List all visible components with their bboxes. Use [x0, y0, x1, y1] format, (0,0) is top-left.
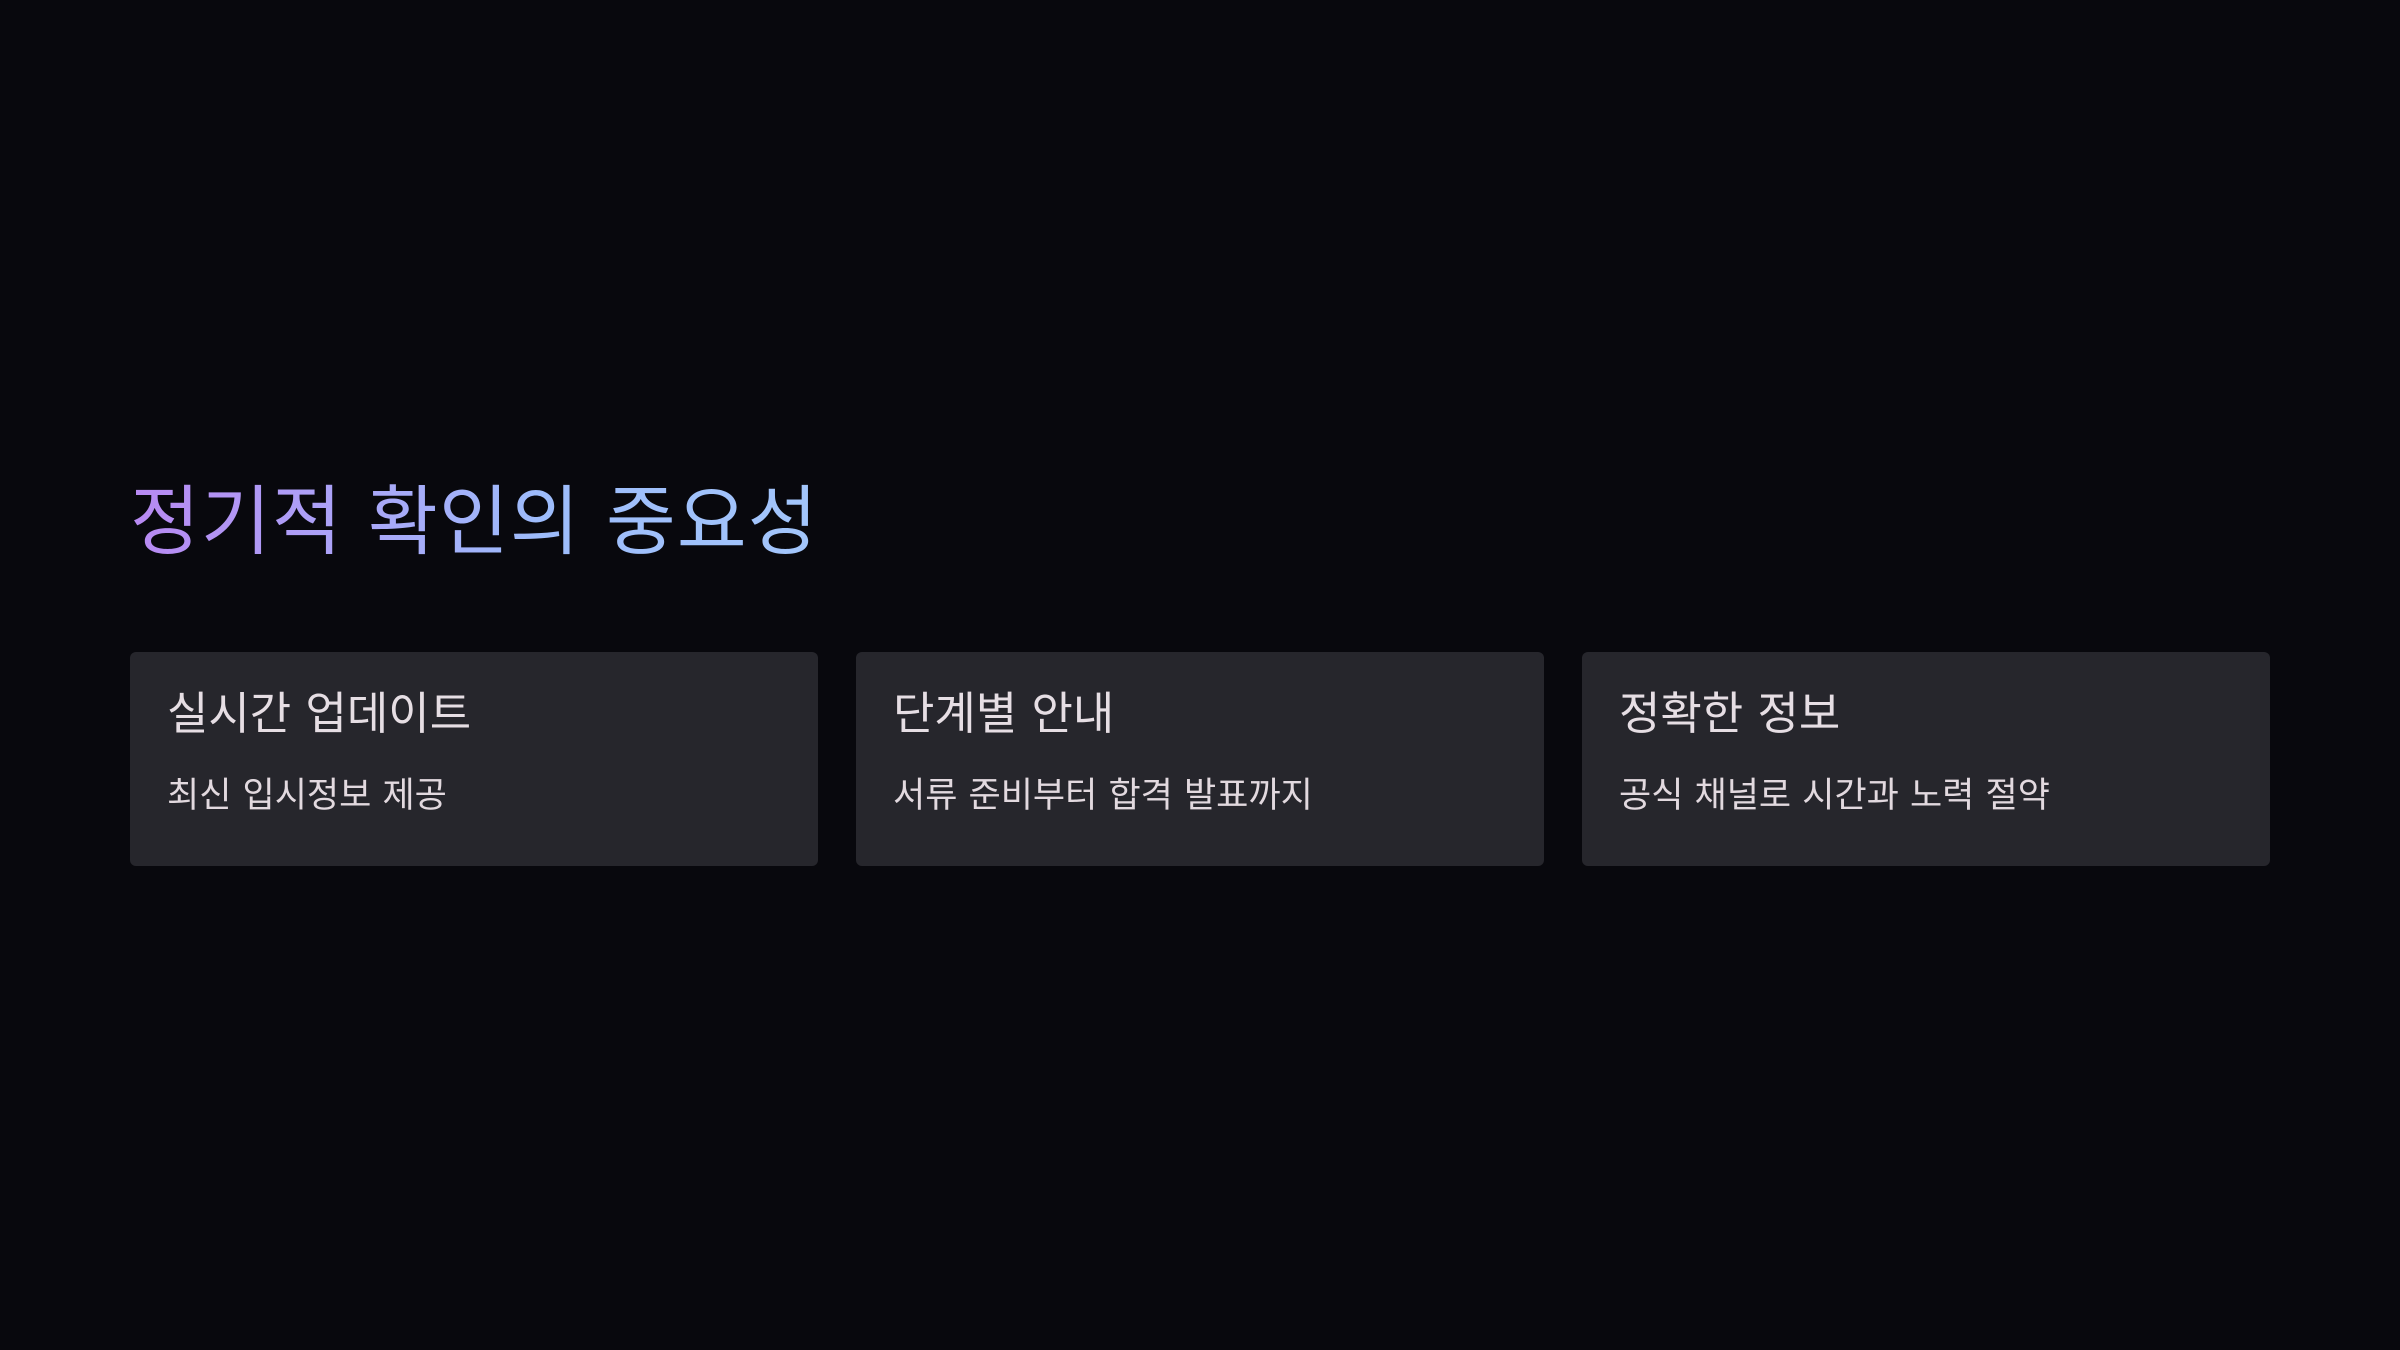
slide-title: 정기적 확인의 중요성 [130, 472, 819, 572]
card-description: 공식 채널로 시간과 노력 절약 [1619, 776, 2050, 816]
card-title: 실시간 업데이트 [167, 687, 472, 740]
feature-cards: 실시간 업데이트 최신 입시정보 제공 단계별 안내 서류 준비부터 합격 발표… [130, 652, 2270, 866]
slide: 정기적 확인의 중요성 실시간 업데이트 최신 입시정보 제공 단계별 안내 서… [130, 0, 2270, 1350]
card-title: 단계별 안내 [893, 687, 1115, 740]
feature-card-accurate-info: 정확한 정보 공식 채널로 시간과 노력 절약 [1582, 652, 2270, 866]
card-description: 서류 준비부터 합격 발표까지 [893, 776, 1313, 816]
feature-card-realtime-update: 실시간 업데이트 최신 입시정보 제공 [130, 652, 818, 866]
feature-card-step-guide: 단계별 안내 서류 준비부터 합격 발표까지 [856, 652, 1544, 866]
card-title: 정확한 정보 [1619, 687, 1841, 740]
card-description: 최신 입시정보 제공 [167, 776, 447, 816]
